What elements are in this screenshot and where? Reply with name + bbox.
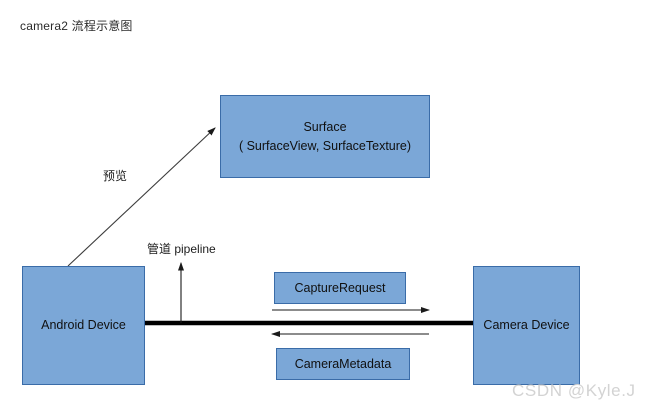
page-title: camera2 流程示意图 [20, 19, 133, 33]
node-surface-title: Surface [303, 120, 347, 135]
node-android-device-label: Android Device [41, 318, 126, 333]
edge-label-pipeline: 管道 pipeline [147, 242, 216, 256]
node-camera-device[interactable]: Camera Device [473, 266, 580, 385]
node-camera-metadata[interactable]: CameraMetadata [276, 348, 410, 380]
node-surface-subtitle: ( SurfaceView, SurfaceTexture) [238, 138, 412, 153]
node-camera-metadata-label: CameraMetadata [294, 356, 392, 371]
node-capture-request-label: CaptureRequest [294, 280, 386, 295]
edge-label-preview: 预览 [103, 169, 128, 183]
node-capture-request[interactable]: CaptureRequest [274, 272, 406, 304]
node-surface[interactable]: Surface ( SurfaceView, SurfaceTexture) [220, 95, 430, 178]
node-android-device[interactable]: Android Device [22, 266, 145, 385]
watermark: CSDN @Kyle.J [512, 381, 636, 400]
node-camera-device-label: Camera Device [483, 318, 570, 333]
